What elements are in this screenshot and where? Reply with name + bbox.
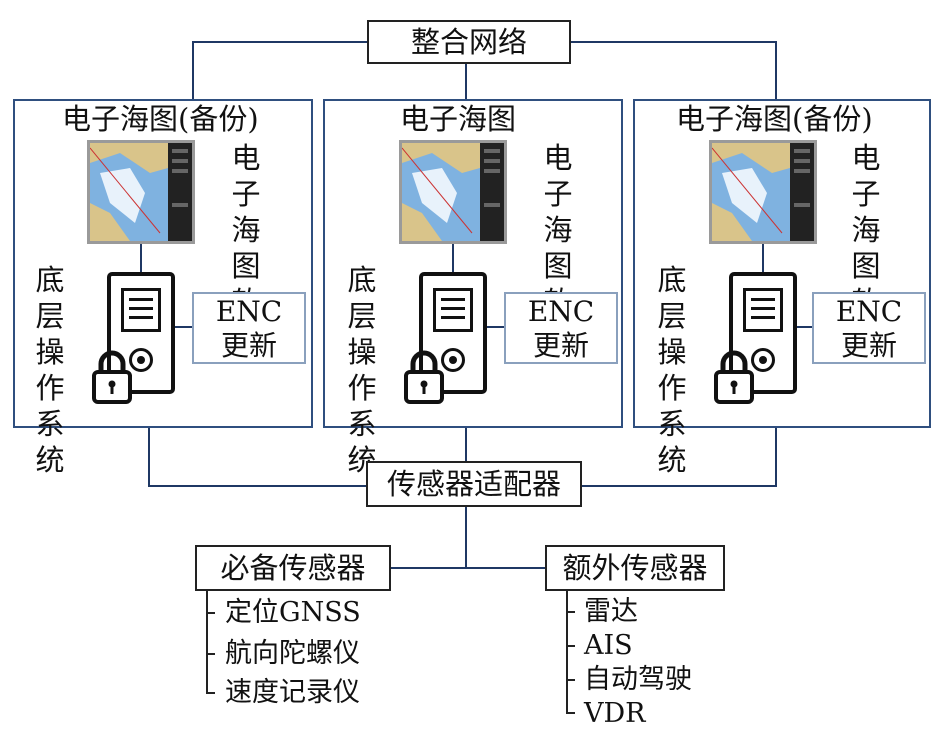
sensor-adapter-label: 传感器适配器	[386, 466, 561, 501]
required-sensor-item: 定位GNSS	[225, 597, 361, 628]
extra-sensor-item: 自动驾驶	[584, 664, 692, 695]
extra-sensors-label: 额外传感器	[562, 550, 708, 585]
tree-branch	[566, 679, 575, 681]
extra-sensor-item: VDR	[584, 698, 646, 729]
required-sensors-tree-line	[206, 590, 208, 694]
wire-sensor-split	[390, 567, 546, 569]
tree-branch	[206, 612, 215, 614]
nautical-chart-icon	[712, 143, 814, 241]
tree-branch	[566, 712, 575, 714]
tree-branch	[566, 611, 575, 613]
lock-icon-right	[714, 350, 754, 404]
required-sensor-item: 速度记录仪	[225, 677, 360, 708]
integrated-network-label: 整合网络	[410, 24, 527, 59]
system-title-right: 电子海图(备份)	[676, 102, 873, 136]
tower-enc-link-left	[175, 326, 193, 328]
monitor-stand-right	[762, 244, 764, 272]
required-sensors-box: 必备传感器	[195, 545, 391, 591]
tower-enc-link-mid	[487, 326, 505, 328]
required-sensor-item: 航向陀螺仪	[225, 638, 360, 669]
nautical-chart-icon	[402, 143, 504, 241]
wire-bottom-left-rise	[148, 427, 150, 487]
monitor-stand-left	[140, 244, 142, 272]
wire-adapter-down	[465, 505, 467, 568]
tree-branch	[206, 653, 215, 655]
chart-display-monitor-mid	[399, 140, 507, 244]
monitor-stand-mid	[452, 244, 454, 272]
system-title-mid: 电子海图	[400, 102, 517, 136]
wire-bottom-right-rise	[775, 427, 777, 487]
sensor-adapter-box: 传感器适配器	[366, 461, 582, 507]
tree-branch	[206, 692, 215, 694]
lock-icon-left	[92, 350, 132, 404]
wire-top-right-drop	[775, 41, 777, 100]
required-sensors-label: 必备传感器	[220, 550, 366, 585]
chart-display-monitor-left	[87, 140, 195, 244]
os-label-mid: 底层操作系统	[347, 263, 377, 477]
extra-sensor-item: 雷达	[584, 596, 638, 627]
tree-branch	[566, 645, 575, 647]
system-title-left: 电子海图(备份)	[62, 102, 259, 136]
os-label-right: 底层操作系统	[657, 263, 687, 477]
wire-top-left-drop	[192, 41, 194, 100]
wire-top-mid-drop	[465, 62, 467, 100]
os-label-left: 底层操作系统	[35, 263, 65, 477]
chart-display-monitor-right	[709, 140, 817, 244]
extra-sensor-item: AIS	[584, 630, 633, 661]
lock-icon-mid	[404, 350, 444, 404]
extra-sensors-tree-line	[566, 590, 568, 714]
wire-bottom-mid-rise	[465, 427, 467, 462]
nautical-chart-icon	[90, 143, 192, 241]
tower-enc-link-right	[797, 326, 813, 328]
extra-sensors-box: 额外传感器	[545, 545, 725, 591]
integrated-network-box: 整合网络	[367, 20, 571, 64]
